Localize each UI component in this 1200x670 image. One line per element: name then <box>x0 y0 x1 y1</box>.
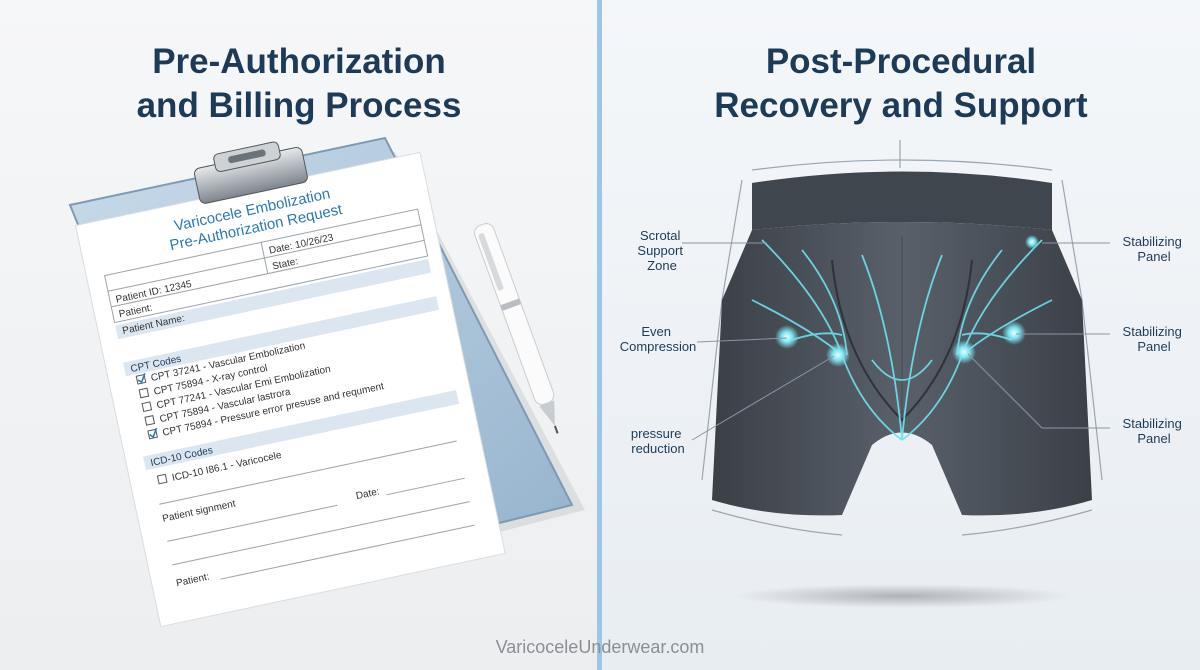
cpt-checkbox[interactable] <box>144 415 156 426</box>
left-title-line1: Pre-Authorization <box>152 42 446 81</box>
leader-lines <box>682 242 1110 441</box>
label-stabilizing-panel-1: Stabilizing Panel <box>1123 234 1186 264</box>
right-title: Post-Procedural Recovery and Support <box>602 40 1200 128</box>
clipboard-illustration: Varicocele Embolization Pre-Authorizatio… <box>68 136 585 628</box>
right-panel: Post-Procedural Recovery and Support <box>602 0 1200 670</box>
right-title-line1: Post-Procedural <box>765 42 1037 81</box>
icd-checkbox <box>156 473 168 485</box>
left-title: Pre-Authorization and Billing Process <box>0 40 598 128</box>
glow-node <box>1025 235 1039 249</box>
panel-divider <box>597 0 602 670</box>
footer-website[interactable]: VaricoceleUnderwear.com <box>495 637 705 657</box>
label-pressure-reduction: pressure reduction <box>631 426 685 456</box>
right-title-line2: Recovery and Support <box>714 86 1088 125</box>
cpt-checkbox[interactable] <box>138 387 150 399</box>
cpt-checkbox[interactable] <box>141 401 153 413</box>
label-even-compression: Even Compression <box>620 324 697 354</box>
waistband <box>752 171 1052 230</box>
label-stabilizing-panel-2: Stabilizing Panel <box>1123 324 1186 354</box>
glow-node <box>826 343 850 367</box>
glow-node <box>775 325 799 349</box>
checkmark-icon <box>149 427 158 439</box>
label-stabilizing-panel-3: Stabilizing Panel <box>1123 416 1186 446</box>
measurement-lines <box>701 140 1103 536</box>
glow-node <box>1002 321 1026 345</box>
label-scrotal-support: Scrotal Support Zone <box>637 228 686 273</box>
clipboard-clip <box>194 141 308 204</box>
pen-icon <box>474 223 559 434</box>
glow-node <box>952 340 976 364</box>
form-paper: Varicocele Embolization Pre-Authorizatio… <box>74 151 506 628</box>
checkmark-icon <box>137 373 146 384</box>
left-title-line2: and Billing Process <box>136 86 462 125</box>
form-state: State: <box>271 256 299 272</box>
underwear-illustration: Scrotal Support Zone Even Compression pr… <box>620 140 1186 608</box>
floor-shadow <box>732 584 1072 608</box>
left-panel: Pre-Authorization and Billing Process Va… <box>0 0 598 670</box>
date2-label: Date: <box>355 486 381 502</box>
